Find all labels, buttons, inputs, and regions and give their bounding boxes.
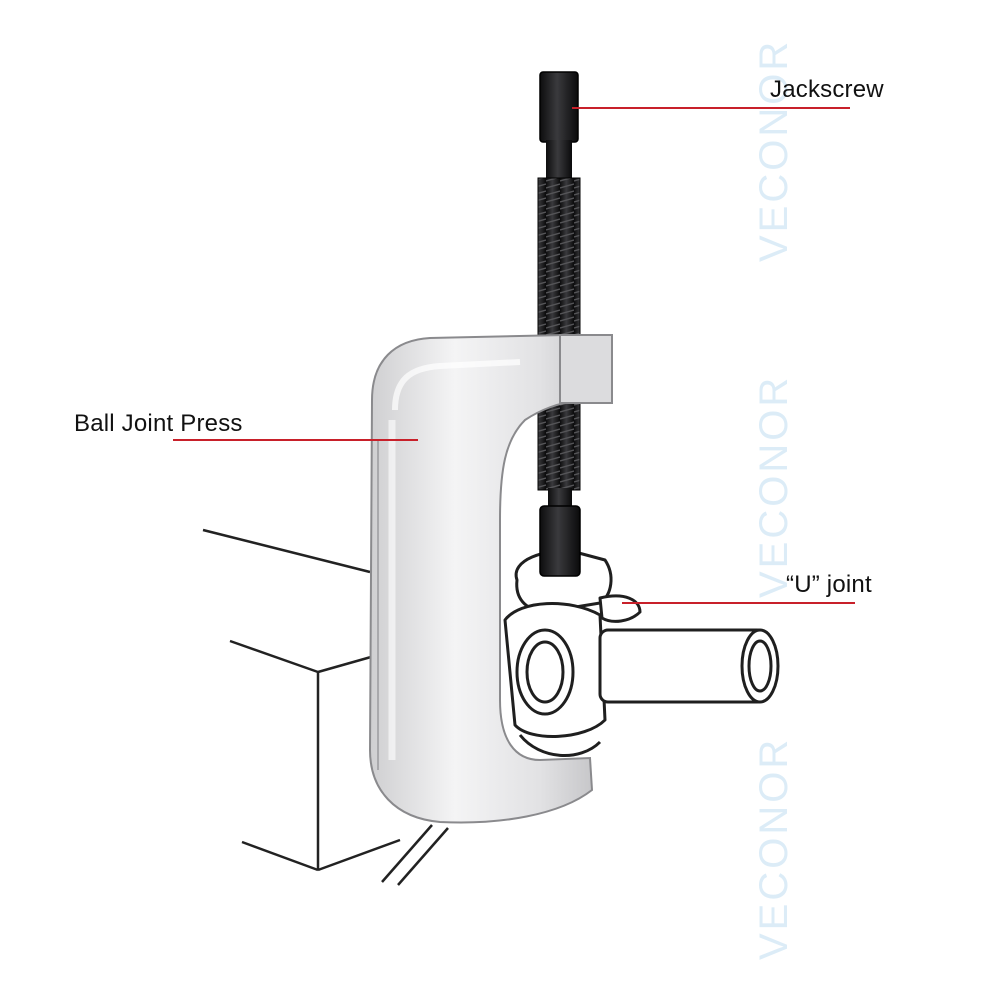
jackscrew-drawing (538, 72, 580, 576)
ball-joint-press-label: Ball Joint Press (74, 410, 243, 438)
u-joint-drawing (505, 551, 778, 755)
jackscrew-label: Jackscrew (770, 76, 884, 104)
u-joint-label: “U” joint (786, 571, 872, 599)
